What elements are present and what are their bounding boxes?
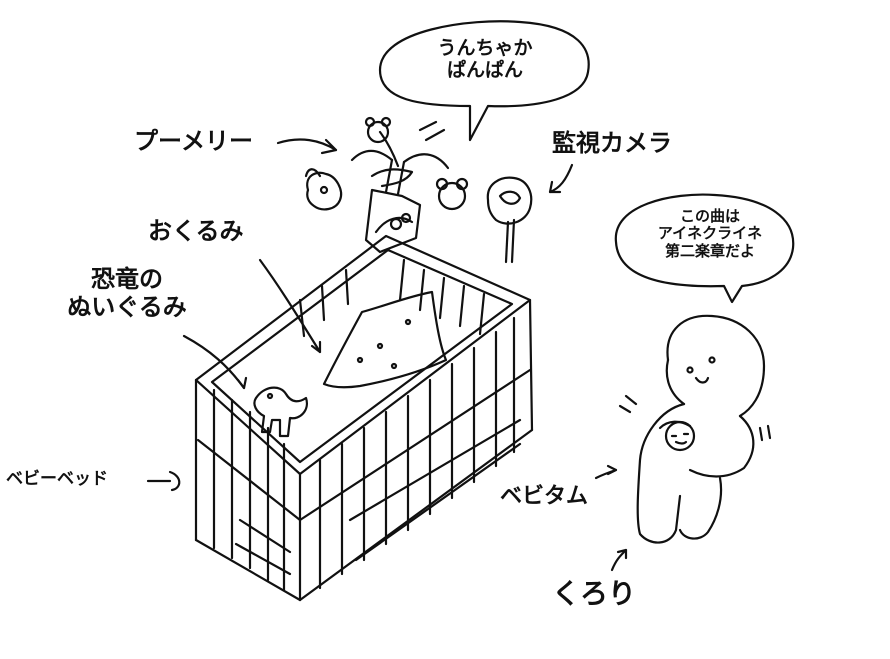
- crib: [194, 234, 534, 602]
- camera-label: 監視カメラ: [552, 129, 672, 157]
- dino-toy-line-1: 恐竜の: [91, 265, 163, 293]
- mobile-sound-bubble: [378, 20, 590, 142]
- baby-arrow: [610, 548, 628, 572]
- mother-speech-bubble: [614, 193, 795, 304]
- mother-speech-bubble-text: この曲は アイネクライネ 第二楽章だよ: [640, 207, 780, 260]
- bed-arrow: [146, 470, 181, 492]
- mother-speech-line-3: 第二楽章だよ: [664, 241, 755, 260]
- mobile-arrow: [276, 138, 338, 155]
- baby-name-label: くろり: [552, 577, 637, 610]
- baby-item-arrow: [594, 464, 618, 480]
- mother-holding-baby: [618, 314, 772, 544]
- dino-toy-label: 恐竜の ぬいぐるみ: [52, 265, 202, 321]
- mother-speech-line-2: アイネクライネ: [657, 224, 763, 243]
- swaddle-blanket: [322, 290, 448, 389]
- mobile-label: プーメリー: [134, 127, 254, 155]
- mobile-sound-bubble-text: うんちゃか ぱんぱん: [430, 37, 540, 82]
- monitor-camera: [486, 176, 533, 264]
- mother-speech-line-1: この曲は: [679, 207, 740, 225]
- swaddle-arrow: [258, 258, 322, 354]
- swaddle-label: おくるみ: [148, 217, 244, 245]
- baby-mobile: [304, 116, 469, 254]
- mobile-sound-line-1: うんちゃか: [437, 37, 533, 59]
- dino-arrow: [182, 334, 248, 390]
- mobile-sound-line-2: ぱんぱん: [446, 58, 523, 81]
- dino-toy-line-2: ぬいぐるみ: [67, 292, 187, 321]
- baby-item-label: ベビタム: [500, 484, 589, 509]
- baby-bed-label: ベビーベッド: [6, 469, 108, 489]
- camera-arrow: [548, 163, 574, 194]
- dinosaur-plush: [253, 386, 308, 438]
